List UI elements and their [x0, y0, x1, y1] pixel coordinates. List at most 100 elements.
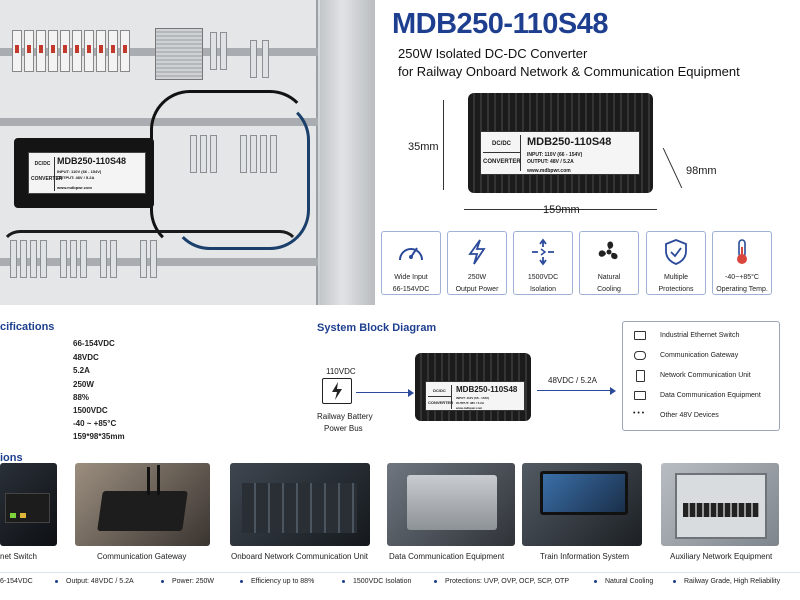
bd-label-output: OUTPUT: 48V / 5.2A [456, 401, 485, 405]
cabinet-label-left-top: DC/DC [34, 161, 51, 167]
bottom-feature-bar [0, 572, 800, 592]
feature-card-isolation: 1500VDC Isolation [513, 231, 573, 295]
cabinet-label-model: MDB250-110S48 [57, 156, 127, 166]
dim-depth: 98mm [686, 165, 717, 177]
feature-line-1: Natural [597, 274, 621, 281]
applications-title: ions [0, 452, 23, 464]
spec-power: 250W [73, 380, 94, 389]
source-label-line-1: Railway Battery [317, 412, 373, 421]
devices-box [622, 321, 780, 431]
feature-line-2: Cooling [597, 286, 621, 293]
label-left-bottom: CONVERTER [483, 159, 521, 165]
device-other: Other 48V Devices [660, 412, 719, 419]
bd-label-left-bottom: CONVERTER [428, 400, 454, 405]
label-left-top: DC/DC [483, 135, 520, 153]
cabinet-power-supply [155, 28, 203, 80]
input-arrowhead [408, 389, 414, 397]
bottom-item-power: Power: 250W [172, 578, 215, 585]
bottom-item-efficiency: Efficiency up to 88% [251, 578, 315, 585]
gauge-icon [399, 247, 423, 261]
label-input: INPUT: 110V (66 - 154V) [527, 152, 583, 158]
app-label-train-info: Train Information System [540, 552, 630, 561]
feature-line-2: Output Power [455, 286, 499, 293]
specifications-title: cifications [0, 321, 55, 333]
app-label-network-unit: Onboard Network Communication Unit [231, 552, 368, 561]
app-photo-switch [0, 463, 57, 546]
label-output: OUTPUT: 48V / 5.2A [527, 159, 574, 165]
bottom-item-input: 6-154VDC [0, 578, 33, 585]
dim-height: 35mm [408, 141, 439, 153]
battery-icon [322, 378, 352, 404]
output-arrowhead [610, 387, 616, 395]
thermometer-icon [737, 239, 747, 264]
network-unit-icon [636, 370, 645, 382]
cabinet-label-web: www.mdbpwr.com [57, 185, 92, 190]
cabinet-label-left-bottom: CONVERTER [31, 176, 63, 182]
cabinet-installation-photo: DC/DC CONVERTER MDB250-110S48 INPUT: 110V… [0, 0, 375, 305]
device-network-unit: Network Communication Unit [660, 372, 751, 379]
feature-line-2: Operating Temp. [716, 286, 768, 293]
feature-line-2: 66-154VDC [392, 286, 430, 293]
height-dim-line [443, 100, 444, 190]
spec-dimensions: 159*98*35mm [73, 432, 125, 441]
feature-line-1: 1500VDC [527, 274, 559, 281]
bd-label-left-top: DC/DC [428, 385, 451, 397]
app-photo-auxiliary [661, 463, 779, 546]
spec-isolation: 1500VDC [73, 406, 108, 415]
label-model: MDB250-110S48 [527, 136, 612, 148]
feature-card-natural-cooling: Natural Cooling [579, 231, 639, 295]
app-label-gateway: Communication Gateway [97, 552, 187, 561]
feature-line-1: -40~+85°C [725, 274, 759, 281]
feature-card-operating-temp: -40~+85°C Operating Temp. [712, 231, 772, 295]
cabinet-converter-module: DC/DC CONVERTER MDB250-110S48 INPUT: 110V… [14, 138, 154, 208]
app-label-auxiliary: Auxiliary Network Equipment [670, 552, 773, 561]
feature-line-1: Wide Input [394, 274, 428, 281]
block-diagram-title: System Block Diagram [317, 322, 437, 334]
lightning-icon [468, 239, 486, 265]
feature-line-1: 250W [467, 274, 487, 281]
spec-input-range: 66-154VDC [73, 339, 115, 348]
monitor-icon [634, 391, 646, 400]
width-dim-line [464, 209, 657, 210]
app-photo-network-unit [230, 463, 370, 546]
feature-card-wide-input: Wide Input 66-154VDC [381, 231, 441, 295]
device-gateway: Communication Gateway [660, 352, 739, 359]
app-label-switch: net Switch [0, 552, 37, 561]
app-label-data-equipment: Data Communication Equipment [389, 552, 505, 561]
bottom-item-railway: Railway Grade, High Reliability [684, 578, 781, 585]
app-photo-gateway [75, 463, 210, 546]
fan-icon [598, 241, 618, 260]
spec-temperature: -40 ~ +85°C [73, 419, 117, 428]
spec-output-voltage: 48VDC [73, 353, 99, 362]
cabinet-label-output: OUTPUT: 48V / 5.2A [57, 175, 95, 180]
app-photo-train-info [522, 463, 642, 546]
feature-card-protections: Multiple Protections [646, 231, 706, 295]
app-photo-data-equipment [387, 463, 515, 546]
shield-check-icon [665, 239, 687, 265]
output-arrow [537, 390, 613, 391]
product-subtitle-2: for Railway Onboard Network & Communicat… [398, 64, 740, 79]
label-web: www.mdbpwr.com [527, 168, 571, 174]
input-arrow [356, 392, 412, 393]
bd-label-input: INPUT: 110V (66 - 154V) [456, 396, 490, 400]
dim-width: 159mm [543, 204, 580, 216]
input-voltage-label: 110VDC [326, 367, 356, 376]
other-devices-marker: • • • [633, 410, 645, 417]
source-label-line-2: Power Bus [324, 424, 363, 433]
bottom-item-output: Output: 48VDC / 5.2A [66, 578, 134, 585]
bd-label-web: www.mdbpwr.com [456, 406, 483, 410]
gateway-icon [634, 351, 646, 360]
feature-card-output-power: 250W Output Power [447, 231, 507, 295]
output-label: 48VDC / 5.2A [548, 376, 597, 385]
cabinet-door [320, 0, 375, 305]
product-subtitle-1: 250W Isolated DC-DC Converter [398, 46, 588, 61]
cabinet-label-input: INPUT: 110V (66 - 154V) [57, 169, 102, 174]
feature-line-2: Protections [658, 286, 694, 293]
spec-efficiency: 88% [73, 393, 90, 402]
device-data-equipment: Data Communication Equipment [660, 392, 761, 399]
depth-dim-line [662, 147, 683, 189]
switch-icon [634, 331, 646, 340]
bottom-item-isolation: 1500VDC Isolation [353, 578, 412, 585]
bottom-item-cooling: Natural Cooling [605, 578, 654, 585]
